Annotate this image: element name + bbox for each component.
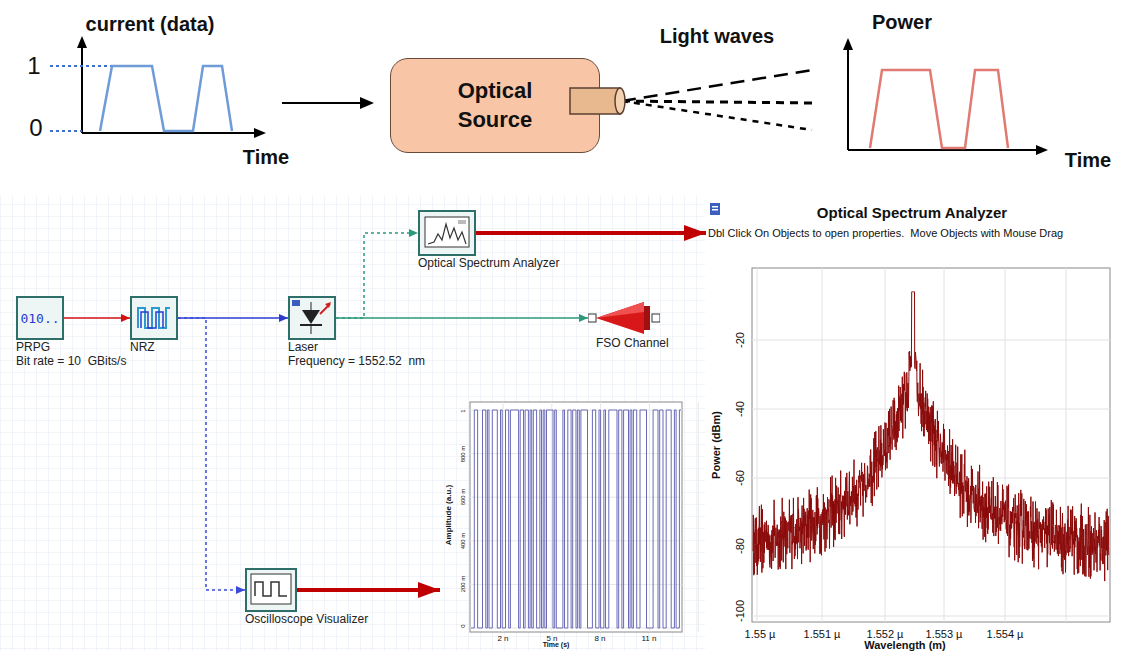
figure-label: Light waves: [660, 25, 774, 48]
icon-symbol: [588, 300, 660, 336]
connector: [476, 231, 706, 235]
connector: [297, 588, 440, 592]
component-icon: [588, 300, 660, 336]
component-block: FSO Channel: [588, 300, 669, 350]
light-rays: [622, 70, 812, 130]
scope-frame: [470, 402, 682, 632]
current-graph: [50, 36, 266, 138]
component-label: FSO Channel: [596, 336, 669, 350]
tick-label: 400 m: [460, 533, 467, 550]
spectrum-frame: [752, 268, 1110, 622]
input-arrow: [282, 97, 374, 109]
icon-symbol: [420, 212, 474, 254]
plot-panel: Amplitude (a.u.)Time (s): [440, 396, 692, 651]
component-block: 010.. PRPGBit rate = 10 GBits/s: [16, 296, 126, 369]
component-label: Laser: [288, 340, 425, 354]
component-icon: [130, 296, 178, 340]
document-icon: [710, 203, 720, 215]
component-label: Oscilloscope Visualizer: [245, 612, 368, 626]
component-icon: [418, 210, 476, 256]
connector: [336, 317, 588, 319]
component-icon: [245, 568, 297, 612]
component-icon: [288, 296, 336, 340]
tick-label: 0: [460, 624, 467, 627]
tick-label: 600 m: [460, 489, 467, 506]
figure-label: 1: [27, 52, 40, 80]
icon-symbol: [290, 298, 334, 338]
tick-label: 1.55 µ: [745, 628, 776, 641]
component-label: Bit rate = 10 GBits/s: [16, 354, 126, 368]
figure-label: 0: [29, 114, 42, 142]
tick-label: -20: [734, 332, 747, 348]
connector: [178, 318, 245, 590]
tick-label: 1.551 µ: [804, 628, 841, 641]
component-label: NRZ: [130, 340, 178, 354]
grid-line: [1005, 268, 1006, 622]
component-icon: 010..: [16, 296, 64, 340]
tick-label: -40: [734, 401, 747, 417]
icon-symbol: [247, 570, 295, 610]
tick-label: 8 n: [594, 634, 605, 643]
grid-line: [752, 616, 1110, 617]
plot-panel: Optical Spectrum AnalyzerDbl Click On Ob…: [706, 200, 1120, 650]
connector: [178, 317, 288, 319]
lens-tube: [568, 84, 628, 118]
grid-line: [649, 402, 650, 632]
icon-symbol: [132, 298, 176, 338]
connector: [336, 233, 418, 318]
tick-label: 200 m: [460, 576, 467, 593]
axis-title: Dbl Click On Objects to open properties.…: [708, 227, 1063, 240]
axis-title: Amplitude (a.u.): [444, 485, 453, 545]
plot-traces: [470, 268, 1110, 651]
power-graph: [843, 38, 1048, 155]
panel-title: Optical Spectrum Analyzer: [817, 204, 1007, 221]
tick-label: 1.554 µ: [987, 628, 1024, 641]
component-label: Frequency = 1552.52 nm: [288, 354, 425, 368]
schematic-grid: [0, 196, 705, 651]
component-block: Optical Spectrum Analyzer: [418, 210, 559, 270]
connector: [64, 317, 130, 319]
tick-label: 2 n: [497, 634, 508, 643]
tick-label: -80: [734, 538, 747, 554]
axis-title: Wavelength (m): [864, 639, 946, 651]
grid-line: [822, 268, 823, 622]
scope-trace: [471, 410, 681, 628]
tick-label: 800 m: [460, 446, 467, 463]
tick-label: 1.552 µ: [867, 628, 904, 641]
spectrum-trace: [753, 292, 1109, 581]
grid-line: [752, 409, 1110, 410]
component-label: PRPG: [16, 340, 126, 354]
process-box: Optical Source: [390, 58, 600, 153]
tick-label: 1.553 µ: [926, 628, 963, 641]
component-block: NRZ: [130, 296, 178, 354]
component-block: LaserFrequency = 1552.52 nm: [288, 296, 425, 369]
figure-label: Time: [1065, 149, 1111, 172]
axis-title: Power (dBm): [710, 411, 723, 479]
component-block: Oscilloscope Visualizer: [245, 568, 368, 626]
grid-line: [752, 478, 1110, 479]
tick-label: 11 n: [642, 634, 657, 643]
grid-line: [752, 340, 1110, 341]
component-label: 010..: [18, 311, 62, 326]
figure-label: current (data): [86, 13, 215, 36]
box-label: Optical Source: [435, 77, 555, 134]
component-label: Optical Spectrum Analyzer: [418, 256, 559, 270]
tick-label: -100: [734, 600, 747, 622]
tick-label: -60: [734, 470, 747, 486]
figure-label: Time: [243, 146, 289, 169]
grid-line: [551, 402, 552, 632]
tick-label: 5 n: [546, 634, 557, 643]
tick-label: 1: [460, 409, 467, 412]
grid-line: [698, 402, 699, 632]
figure-label: Power: [872, 11, 932, 34]
